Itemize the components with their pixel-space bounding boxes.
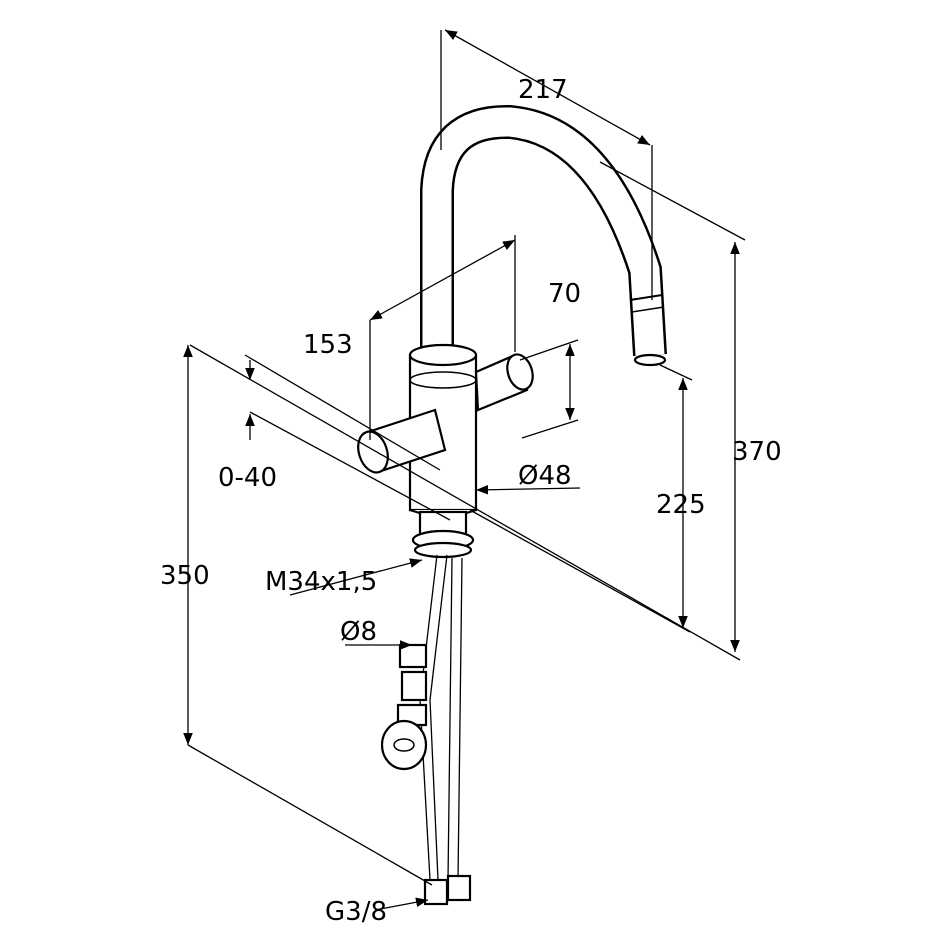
dim-label-connection: G3/8 [325, 897, 387, 927]
dim-label-handle-height: 70 [548, 279, 581, 309]
left-handle [357, 408, 447, 474]
dim-label-hose-length: 350 [160, 561, 210, 591]
dimension-lines [183, 29, 746, 911]
dim-label-thread: M34x1,5 [265, 567, 377, 597]
dim-label-spout-reach: 217 [518, 75, 568, 105]
dim-label-deck-thickness: 0-40 [218, 463, 277, 493]
check-valve [380, 643, 428, 771]
spout [420, 104, 667, 367]
dim-label-total-height: 370 [732, 437, 782, 467]
dim-label-handle-span: 153 [303, 330, 353, 360]
right-handle [474, 353, 534, 412]
dim-label-body-diameter: Ø48 [518, 461, 572, 491]
dim-label-spout-height: 225 [656, 490, 706, 520]
hoses [419, 554, 472, 906]
dim-label-hose-diameter: Ø8 [340, 617, 377, 647]
